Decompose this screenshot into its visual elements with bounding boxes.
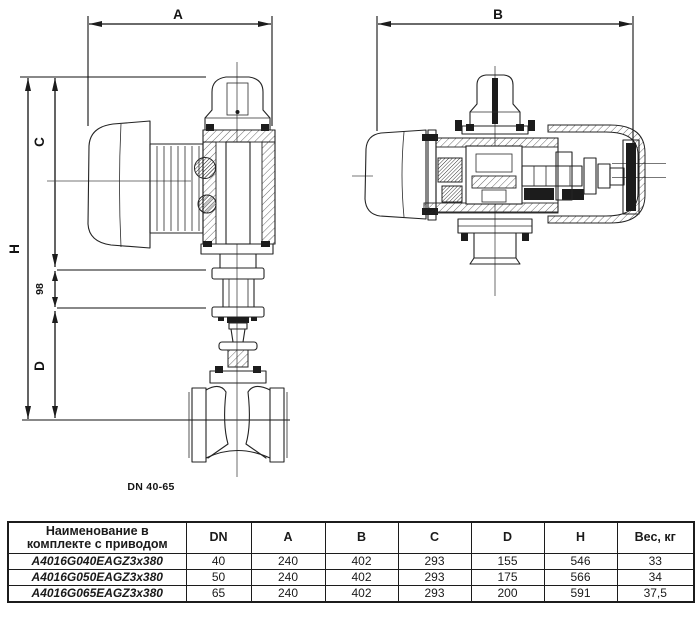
cell-c: 293: [397, 569, 472, 586]
cell-name: A4016G040EAGZ3x380: [7, 553, 187, 570]
col-header-d: D: [470, 521, 545, 554]
table-row: A4016G050EAGZ3x380 50 240 402 293 175 56…: [7, 569, 695, 586]
cell-weight: 33: [616, 553, 695, 570]
table-row: A4016G040EAGZ3x380 40 240 402 293 155 54…: [7, 553, 695, 570]
cell-h: 591: [543, 585, 618, 603]
spec-table: Наименование в комплекте с приводом DN A…: [7, 521, 695, 603]
right-view-dimensions: B: [376, 7, 634, 145]
cell-a: 240: [250, 569, 326, 586]
cell-name: A4016G050EAGZ3x380: [7, 569, 187, 586]
dim-label-c: C: [32, 137, 47, 147]
col-header-weight: Вес, кг: [616, 521, 695, 554]
cell-h: 546: [543, 553, 618, 570]
right-view-valve-drawing: [352, 66, 666, 296]
cell-dn: 65: [185, 585, 252, 603]
col-header-c: C: [397, 521, 472, 554]
col-header-b: B: [324, 521, 399, 554]
dim-label-h: H: [7, 244, 22, 254]
dim-label-98: 98: [34, 283, 46, 295]
cell-weight: 37,5: [616, 585, 695, 603]
cell-dn: 40: [185, 553, 252, 570]
col-header-h: H: [543, 521, 618, 554]
cell-c: 293: [397, 585, 472, 603]
cell-a: 240: [250, 553, 326, 570]
cell-name: A4016G065EAGZ3x380: [7, 585, 187, 603]
header-name-line2: комплекте с приводом: [26, 537, 168, 551]
dim-label-a: A: [173, 7, 183, 22]
technical-drawing: A H C 98 D: [7, 7, 666, 493]
spec-table-section: Наименование в комплекте с приводом DN A…: [7, 521, 695, 603]
cell-d: 155: [470, 553, 545, 570]
view-caption: DN 40-65: [127, 481, 174, 493]
cell-d: 200: [470, 585, 545, 603]
cell-d: 175: [470, 569, 545, 586]
col-header-a: A: [250, 521, 326, 554]
dim-label-d: D: [32, 361, 47, 371]
cell-h: 566: [543, 569, 618, 586]
left-view-valve-drawing: DN 40-65: [47, 62, 288, 493]
cell-a: 240: [250, 585, 326, 603]
left-view-dimensions: A H C 98 D: [7, 7, 290, 421]
cell-c: 293: [397, 553, 472, 570]
col-header-dn: DN: [185, 521, 252, 554]
header-row: Наименование в комплекте с приводом DN A…: [7, 521, 695, 554]
header-name-line1: Наименование в: [45, 523, 149, 538]
cell-weight: 34: [616, 569, 695, 586]
col-header-name: Наименование в комплекте с приводом: [7, 521, 187, 554]
cell-b: 402: [324, 553, 399, 570]
cell-b: 402: [324, 569, 399, 586]
cell-dn: 50: [185, 569, 252, 586]
dim-label-b: B: [493, 7, 503, 22]
cell-b: 402: [324, 585, 399, 603]
table-row: A4016G065EAGZ3x380 65 240 402 293 200 59…: [7, 585, 695, 603]
